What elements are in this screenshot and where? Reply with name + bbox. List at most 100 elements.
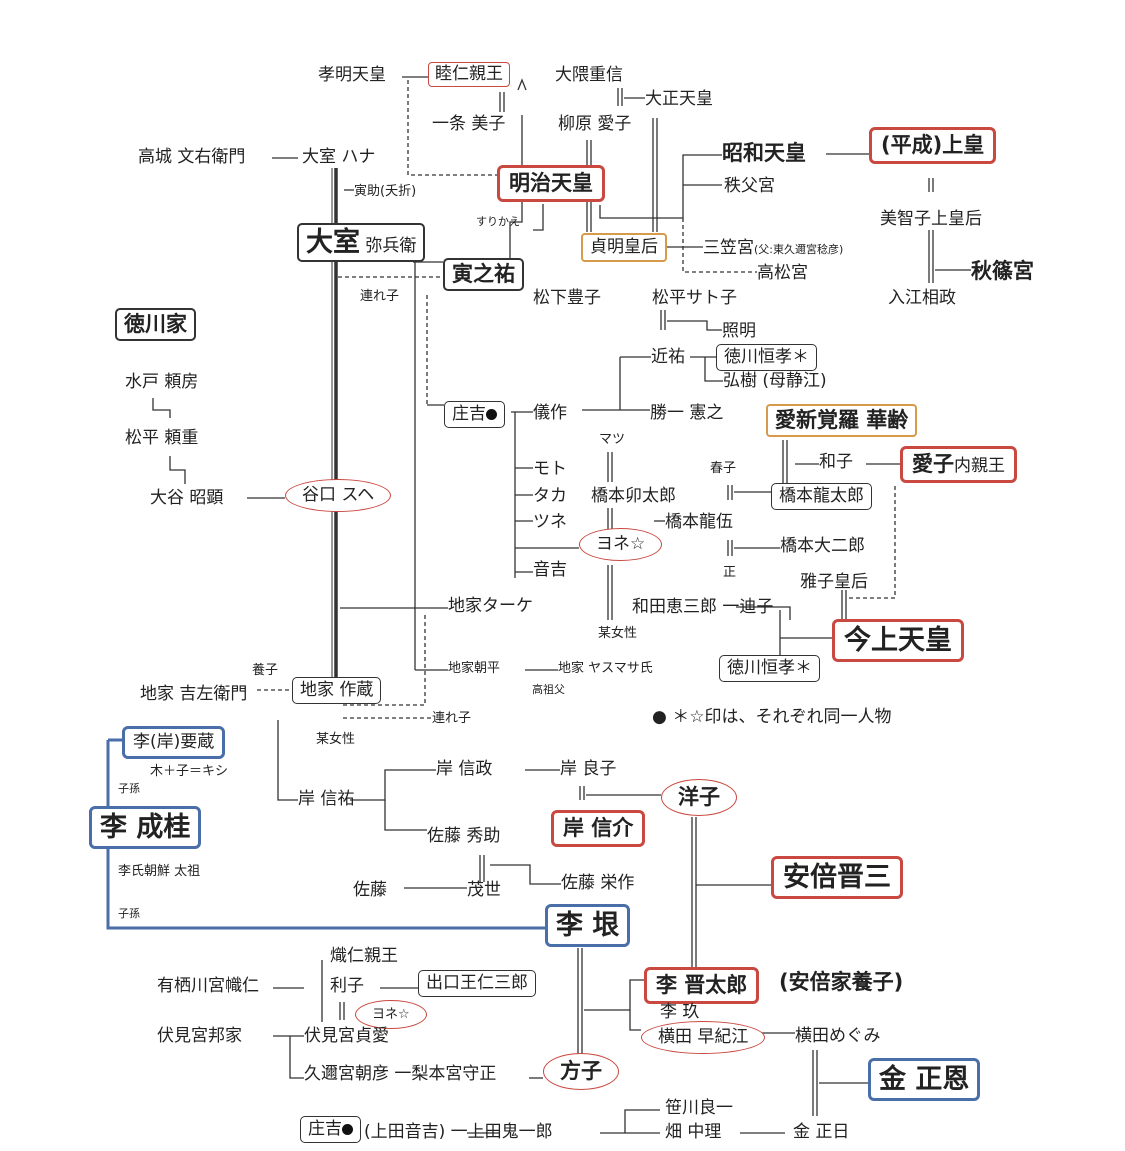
connector-line [289, 1036, 304, 1079]
person-kim-jongil: 金 正日 [793, 1122, 850, 1142]
person-tsune: ツネ [533, 512, 567, 532]
person-toraasuke: 寅助(夭折) [354, 184, 417, 199]
person-chikayoshi: 近祐 [651, 347, 685, 367]
label-shison-1: 子孫 [118, 782, 140, 795]
person-kim-jongun: 金 正恩 [868, 1058, 981, 1101]
person-bojosei-1: 某女性 [598, 626, 638, 641]
person-showa: 昭和天皇 [722, 141, 806, 165]
person-sato-hidesuke: 佐藤 秀助 [427, 826, 501, 846]
identity-dot-2-icon [342, 1123, 353, 1135]
connector-line [599, 154, 722, 219]
connector-line [667, 320, 722, 331]
person-yokota-megumi: 横田めぐみ [795, 1026, 881, 1046]
person-deguchi: 出口王仁三郎 [418, 970, 536, 997]
person-taniguchi: 谷口 スヘ [285, 479, 392, 512]
person-heisei: (平成)上皇 [869, 127, 997, 164]
person-hashimoto-ryutaro: 橋本龍太郎 [771, 483, 872, 510]
connector-line [848, 486, 896, 599]
connector-line [704, 357, 723, 382]
connector-line [277, 720, 298, 801]
person-tokugawa-tsunenari-1: 徳川恒孝＊ [716, 344, 817, 371]
person-shokichi-2: 庄吉 [300, 1116, 361, 1143]
mikasa-name: 三笠宮 [703, 238, 754, 258]
person-otokichi: 音吉 [533, 560, 567, 580]
person-kinjo-tenno: 今上天皇 [832, 619, 964, 662]
label-surikae: すりかえ [476, 215, 520, 228]
connector-line [490, 864, 561, 885]
person-arisugawa: 有栖川宮幟仁 [157, 976, 259, 996]
label-kishi-kanji: 木＋子＝キシ [150, 764, 229, 779]
connector-line [407, 80, 497, 176]
person-matsu: マツ [599, 432, 626, 447]
person-yokota-sakie: 横田 早紀江 [641, 1021, 766, 1054]
person-ri-kon: 李 垠 [545, 904, 631, 947]
aiko-title: 内親王 [954, 456, 1005, 476]
tokugawa-family-box: 徳川家 [115, 308, 196, 341]
person-sato-eisaku: 佐藤 栄作 [561, 873, 635, 893]
person-jike-kichizaemon: 地家 吉左衛門 [140, 684, 248, 704]
legend-note: ● ＊☆印は、それぞれ同一人物 [652, 707, 892, 727]
person-sasakawa: 笹川良一 [665, 1098, 733, 1118]
person-hashimoto-daijiro: 橋本大二郎 [780, 536, 865, 556]
person-chichibu: 秩父宮 [724, 176, 775, 196]
person-akishino: 秋篠宮 [971, 259, 1034, 283]
label-abe-adopt: (安倍家養子) [779, 970, 904, 994]
person-kishi-yoshiko: 岸 良子 [560, 759, 617, 779]
person-fushimi-kuniie: 伏見宮邦家 [157, 1026, 242, 1046]
connector-line [517, 78, 527, 91]
person-meiji: 明治天皇 [497, 165, 605, 202]
label-tsureko-2: 連れ子 [432, 711, 472, 726]
person-toshiko: 利子 [330, 976, 364, 996]
person-teruaki: 照明 [722, 321, 756, 341]
connector-line [600, 1109, 660, 1134]
connector-line [509, 200, 523, 258]
person-shigeyo: 茂世 [467, 880, 501, 900]
omuro-surname: 大室 [306, 227, 360, 258]
person-komei: 孝明天皇 [318, 65, 386, 85]
person-wada: 和田恵三郎 一迪子 [632, 597, 774, 617]
connector-line [343, 615, 426, 706]
person-kazuko: 和子 [819, 452, 853, 472]
person-ri-ku: 李 玖 [660, 1002, 700, 1022]
person-hiroki: 弘樹 (母静江) [723, 371, 827, 391]
person-omuro-hana: 大室 ハナ [302, 147, 376, 167]
connector-line [106, 740, 545, 930]
person-ichijo: 一条 美子 [432, 114, 506, 134]
person-omuro-yahei: 大室 弥兵衛 [297, 223, 426, 262]
person-abe-shinzo: 安倍晋三 [771, 856, 903, 899]
person-matsudaira-yorishige: 松平 頼重 [125, 428, 199, 448]
person-taka: タカ [533, 486, 567, 506]
person-sato: 佐藤 [353, 880, 387, 900]
person-jike-sakuzo: 地家 作蔵 [292, 677, 382, 704]
person-ri-shintaro: 李 晋太郎 [644, 967, 760, 1004]
person-taisho: 大正天皇 [645, 89, 713, 109]
person-hashimoto-utaro: 橋本卯太郎 [591, 486, 676, 506]
connector-line [384, 800, 427, 831]
person-kishi-nobusuke: 岸 信介 [551, 810, 646, 847]
person-mikasa: 三笠宮(父:東久邇宮稔彦) [703, 240, 843, 257]
person-jike-asahei: 地家朝平 [448, 661, 501, 676]
person-hata: 畑 中理 [665, 1122, 722, 1142]
mikasa-note: (父:東久邇宮稔彦) [754, 243, 844, 256]
shokichi-2-name: 庄吉 [308, 1119, 342, 1139]
person-takagi: 高城 文右衛門 [138, 147, 246, 167]
connector-line [584, 979, 644, 1011]
connector-line [682, 218, 757, 273]
person-haruko: 春子 [710, 461, 737, 476]
person-ri-kishi-yozo: 李(岸)要蔵 [122, 726, 226, 759]
person-takamatsu: 高松宮 [757, 263, 808, 283]
person-mutsuhito: 睦仁親王 [428, 62, 510, 87]
person-okuma: 大隈重信 [555, 65, 623, 85]
person-bojosei-2: 某女性 [316, 732, 356, 747]
person-aishinkakura: 愛新覚羅 華齢 [766, 404, 918, 437]
person-otani: 大谷 昭顕 [150, 488, 224, 508]
aiko-name: 愛子 [912, 452, 954, 476]
person-tokugawa-tsunenari-2: 徳川恒孝＊ [719, 655, 820, 682]
person-sei: 正 [723, 565, 737, 580]
person-kishi-nobusuke-father: 岸 信祐 [298, 789, 355, 809]
person-jike-yasumasa: 地家 ヤスマサ氏 [558, 661, 653, 676]
person-ri-seikei: 李 成桂 [89, 806, 202, 849]
shokichi-name: 庄吉 [452, 404, 486, 424]
person-fushimi-sadanaru: 伏見宮貞愛 [304, 1026, 389, 1046]
label-tsureko-1: 連れ子 [360, 289, 400, 304]
